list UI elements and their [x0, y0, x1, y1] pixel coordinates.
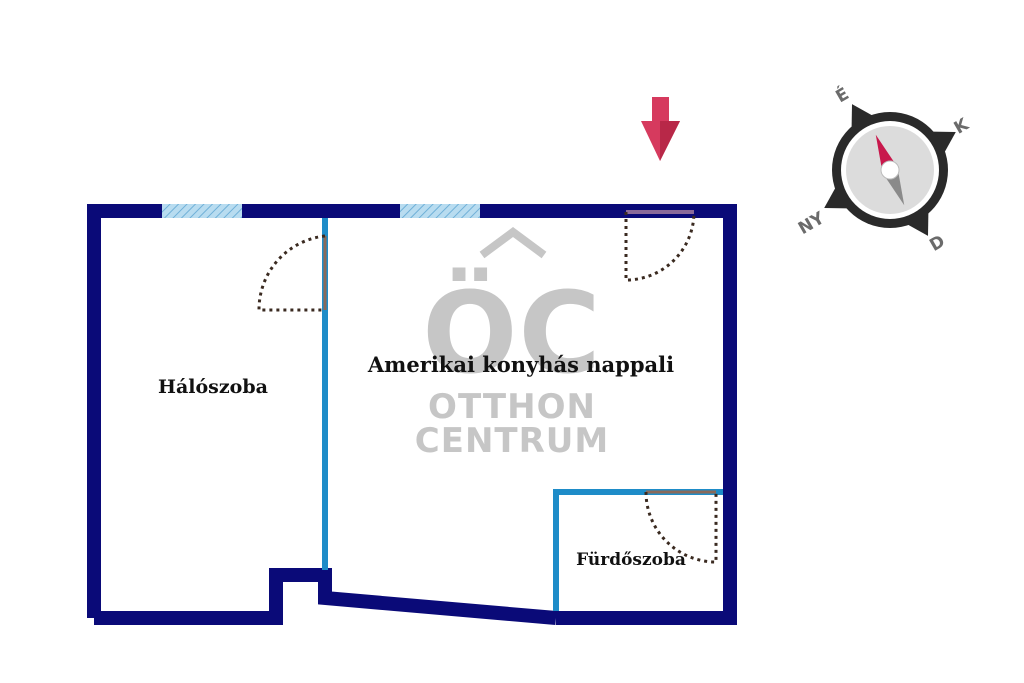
outer-wall-main [87, 204, 737, 625]
room-label-bathroom: Fürdőszoba [576, 550, 686, 570]
compass-label-north: É [831, 82, 852, 107]
outer-walls [87, 204, 737, 625]
watermark-logo: ÖC [422, 268, 601, 399]
door-bathroom-swing [644, 491, 718, 564]
watermark-line1: OTTHON [428, 387, 596, 427]
outer-wall-bottom [94, 568, 557, 625]
door-entrance-swing [624, 211, 696, 282]
compass-icon [824, 104, 956, 236]
room-label-bedroom: Hálószoba [158, 376, 268, 398]
watermark-roof [479, 227, 547, 259]
window-bedroom [162, 204, 242, 218]
compass-label-south: D [926, 231, 948, 255]
room-label-living: Amerikai konyhás nappali [367, 352, 674, 377]
door-bedroom-swing [257, 234, 326, 312]
compass-label-west: NY [795, 208, 829, 239]
watermark-line2: CENTRUM [415, 421, 609, 461]
entrance-arrow-icon [641, 97, 680, 161]
watermark: ÖC OTTHON CENTRUM [415, 227, 609, 461]
doors [257, 210, 718, 564]
window-living [400, 204, 480, 218]
